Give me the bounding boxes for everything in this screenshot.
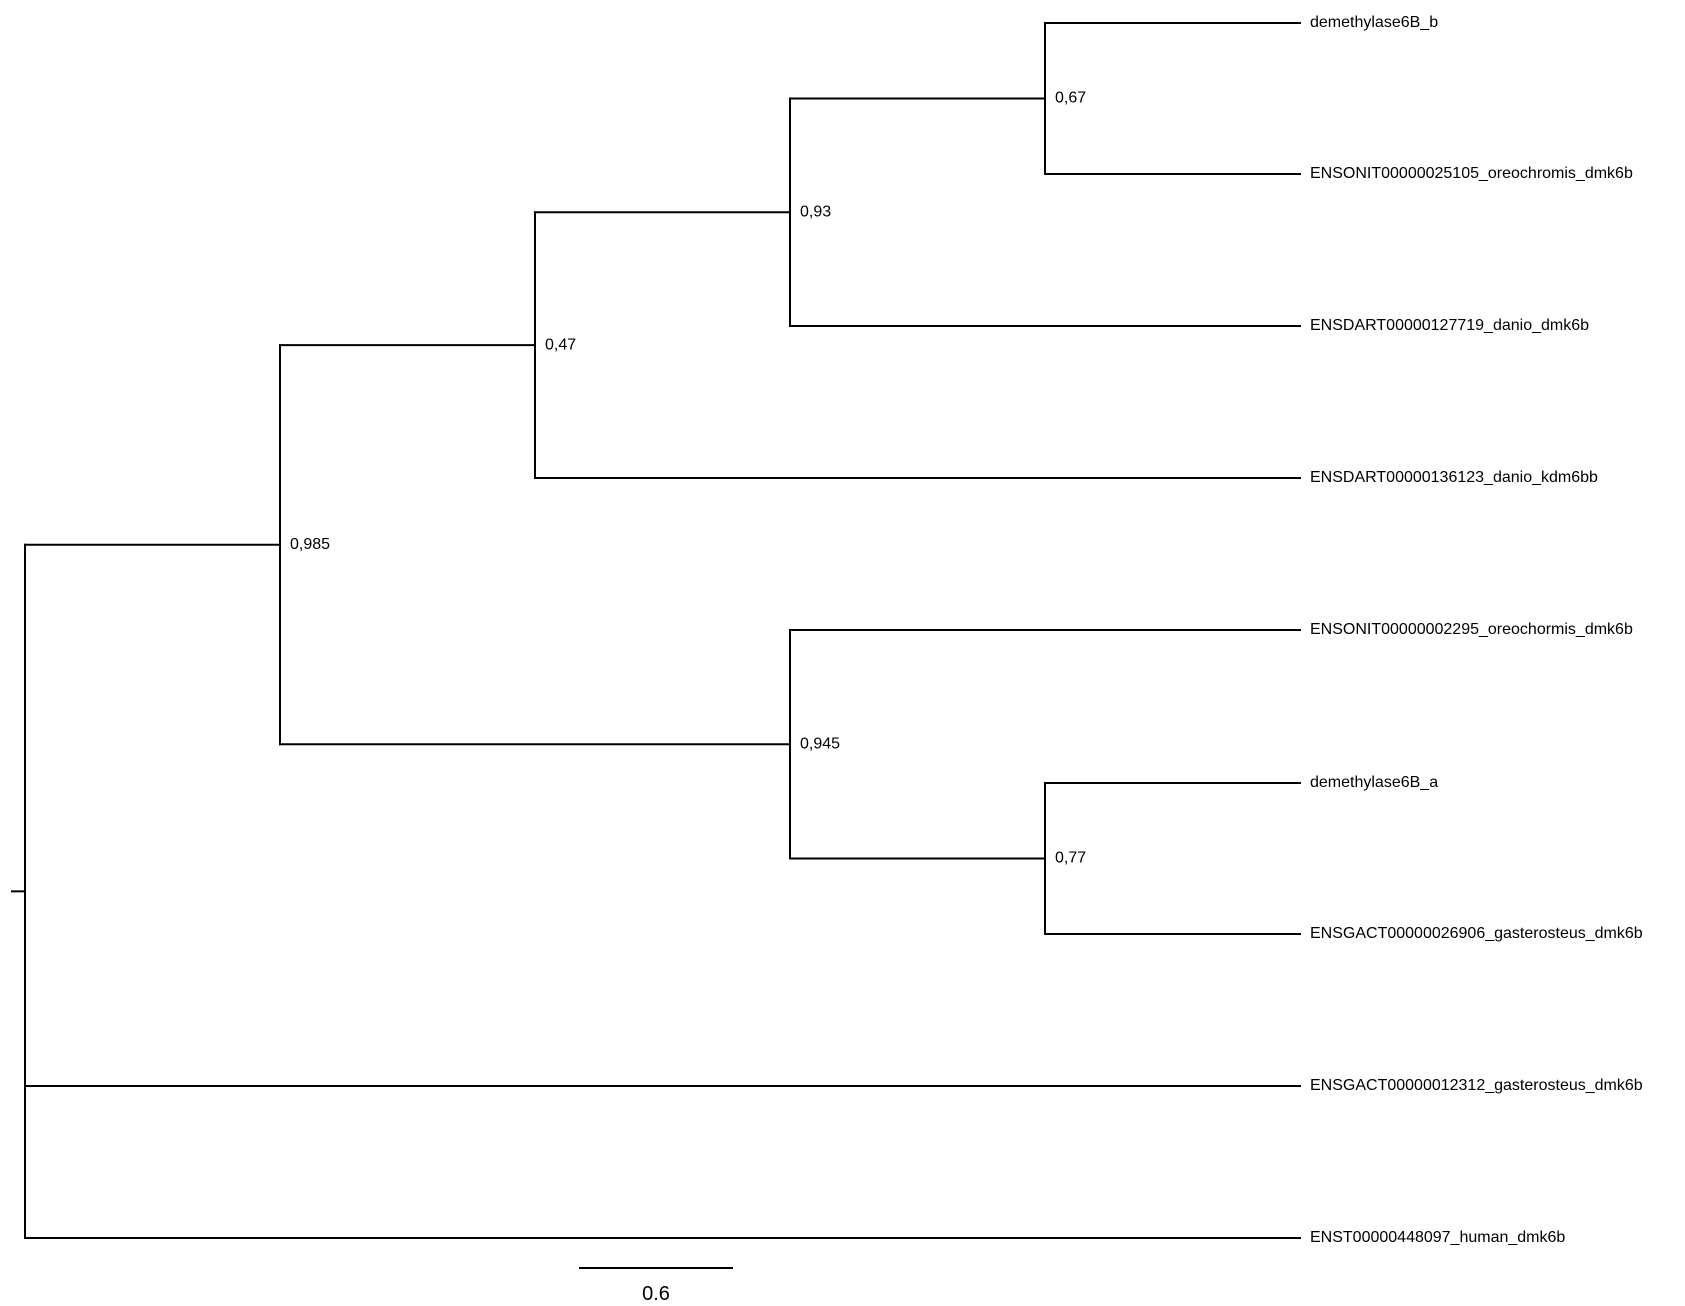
tip-label: ENSGACT00000026906_gasterosteus_dmk6b <box>1310 925 1643 942</box>
tip-label: ENSGACT00000012312_gasterosteus_dmk6b <box>1310 1077 1643 1094</box>
scale-bar: 0.6 <box>579 1267 733 1305</box>
support-value-label: 0,93 <box>800 203 831 220</box>
tip-label: ENSONIT00000002295_oreochormis_dmk6b <box>1310 621 1633 638</box>
tip-label: demethylase6B_a <box>1310 774 1438 791</box>
tree-labels: 0,985 0,47 0,93 0,67 0,945 0,77 demethylase6B_… <box>290 14 1643 1246</box>
tip-label: ENSONIT00000025105_oreochromis_dmk6b <box>1310 165 1633 182</box>
support-value-label: 0,945 <box>800 735 840 752</box>
tip-label: ENST00000448097_human_dmk6b <box>1310 1229 1565 1246</box>
tip-label: ENSDART00000136123_danio_kdm6bb <box>1310 469 1598 486</box>
tip-label: demethylase6B_b <box>1310 14 1438 31</box>
support-value-label: 0,67 <box>1055 90 1086 107</box>
support-value-label: 0,77 <box>1055 850 1086 867</box>
tip-label: ENSDART00000127719_danio_dmk6b <box>1310 317 1589 334</box>
scale-bar-label: 0.6 <box>642 1283 670 1305</box>
support-value-label: 0,47 <box>545 336 576 353</box>
support-value-label: 0,985 <box>290 536 330 553</box>
tree-branches <box>11 22 1301 1239</box>
